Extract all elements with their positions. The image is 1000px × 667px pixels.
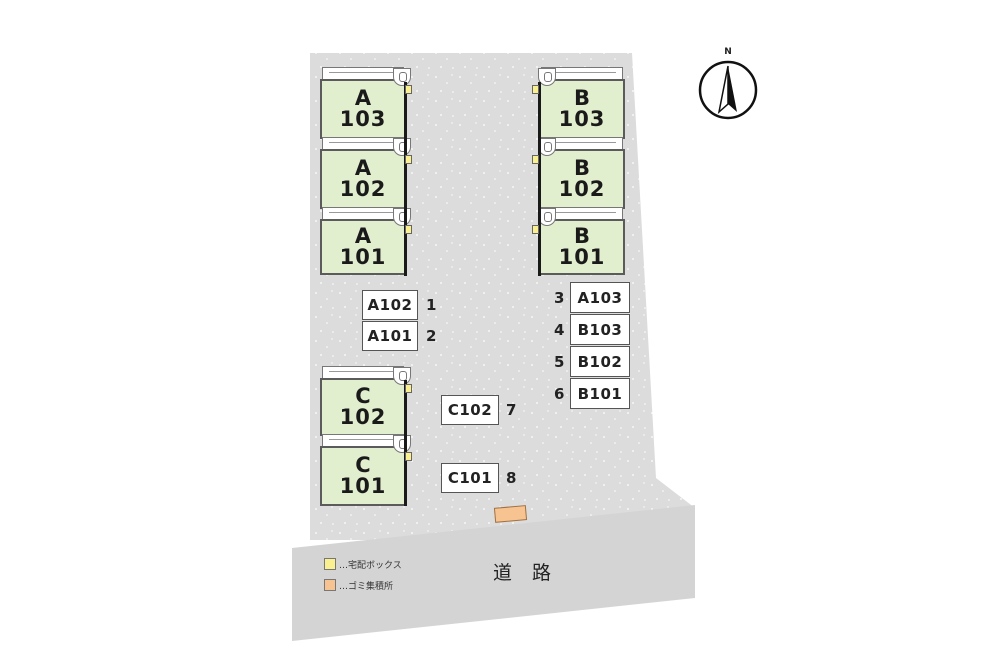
unit-entry-strip [322,67,404,79]
toilet-icon [538,138,556,156]
parking-number: 8 [506,469,517,487]
parking-space-2: A101 [362,321,418,351]
parking-number: 1 [426,296,437,314]
legend-label-delivery-box: …宅配ボックス [339,561,402,571]
unit-building-label: B [573,224,590,248]
parking-number: 5 [554,353,565,371]
unit-entry-strip [322,207,404,219]
toilet-icon [393,138,411,156]
garbage-area [493,505,528,523]
parking-space-7: C102 [441,395,499,425]
toilet-icon [538,68,556,86]
north-arrow-icon: N [697,47,759,123]
unit-room-label: 102 [339,177,387,201]
toilet-icon [393,435,411,453]
unit-entry-strip [322,137,404,149]
unit-b101: B 101 [539,219,625,275]
unit-room-label: 103 [339,107,387,131]
compass-label: N [724,47,732,57]
parking-space-3: A103 [570,282,630,313]
toilet-icon [393,68,411,86]
unit-wall [404,380,407,506]
delivery-box [405,155,412,164]
unit-building-label: C [355,384,371,408]
unit-a102: A 102 [320,149,406,209]
unit-a101: A 101 [320,219,406,275]
parking-number: 4 [554,321,565,339]
parking-space-8: C101 [441,463,499,493]
parking-space-5: B102 [570,346,630,377]
delivery-box [532,85,539,94]
legend-swatch-garbage [324,579,336,591]
unit-building-label: A [354,156,372,180]
unit-c101: C 101 [320,446,406,506]
parking-space-4: B103 [570,314,630,345]
unit-room-label: 101 [339,474,387,498]
unit-wall [404,82,407,276]
unit-room-label: 103 [558,107,606,131]
unit-b102: B 102 [539,149,625,209]
unit-room-label: 102 [558,177,606,201]
delivery-box [405,452,412,461]
delivery-box [532,155,539,164]
parking-space-1: A102 [362,290,418,320]
delivery-box [405,225,412,234]
delivery-box [405,384,412,393]
unit-room-label: 101 [339,245,387,269]
unit-building-label: B [573,156,590,180]
unit-wall [538,82,541,276]
unit-b103: B 103 [539,79,625,139]
parking-number: 3 [554,289,565,307]
unit-building-label: A [354,86,372,110]
unit-a103: A 103 [320,79,406,139]
road-area [292,505,695,641]
toilet-icon [393,367,411,385]
parking-number: 2 [426,327,437,345]
unit-entry-strip [322,434,404,446]
parking-number: 6 [554,385,565,403]
unit-building-label: B [573,86,590,110]
unit-entry-strip [322,366,404,378]
delivery-box [405,85,412,94]
unit-building-label: C [355,453,371,477]
legend-label-garbage: …ゴミ集積所 [339,582,394,592]
toilet-icon [393,208,411,226]
parking-space-6: B101 [570,378,630,409]
unit-room-label: 101 [558,245,606,269]
unit-room-label: 102 [339,405,387,429]
unit-c102: C 102 [320,378,406,436]
unit-building-label: A [354,224,372,248]
road-label: 道路 [493,562,572,584]
legend-swatch-delivery-box [324,558,336,570]
parking-number: 7 [506,401,517,419]
delivery-box [532,225,539,234]
